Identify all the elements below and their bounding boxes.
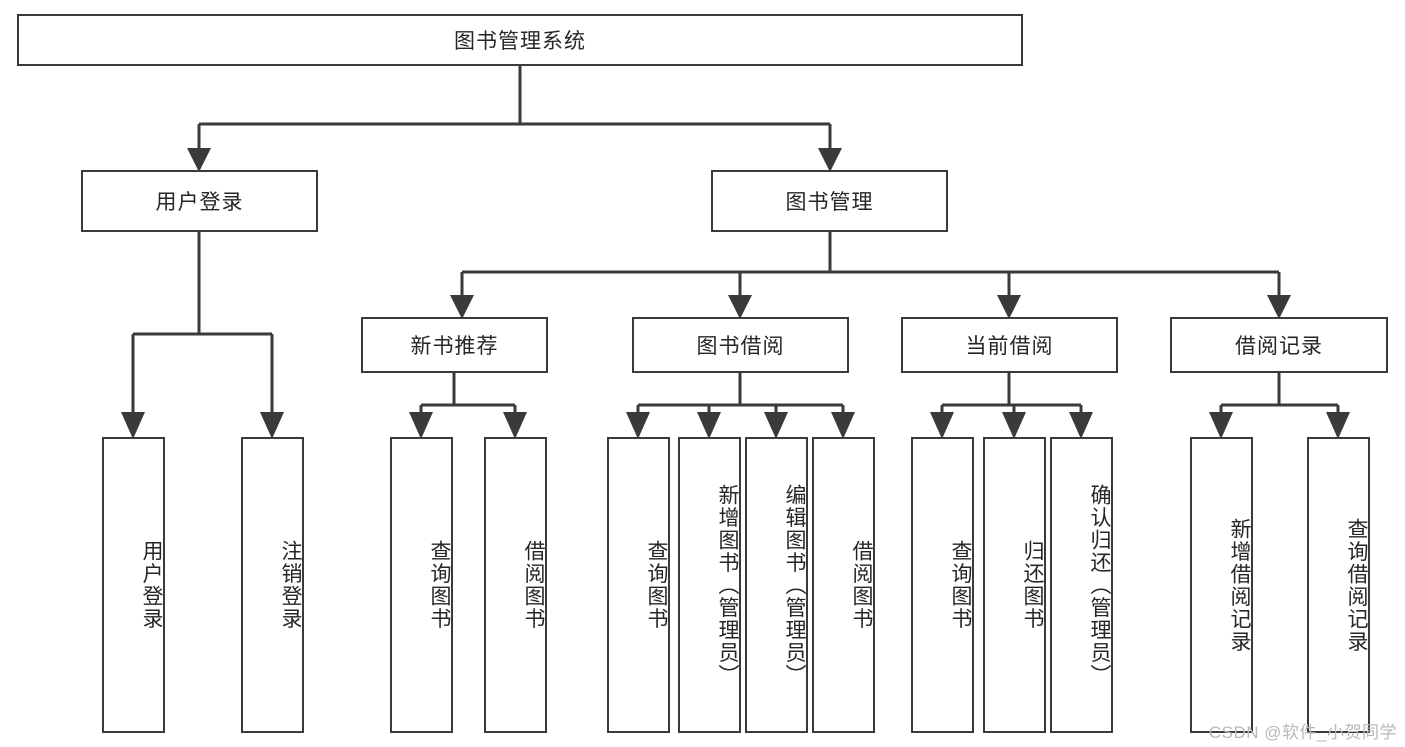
node-leaf-confirm-return[interactable]: 确认归还（管理员） [1050, 437, 1113, 733]
node-leaf-label: 用户登录 [140, 540, 163, 630]
node-leaf-return-book[interactable]: 归还图书 [983, 437, 1046, 733]
node-leaf-label: 新增借阅记录 [1228, 517, 1251, 653]
arrowhead-icon [930, 412, 954, 439]
node-leaf-label: 编辑图书（管理员） [783, 483, 806, 687]
node-borrow-record[interactable]: 借阅记录 [1170, 317, 1388, 373]
node-leaf-borrow-book-rec[interactable]: 借阅图书 [484, 437, 547, 733]
arrowhead-icon [764, 412, 788, 439]
node-book-management-label: 图书管理 [785, 191, 874, 214]
node-new-book-recommend[interactable]: 新书推荐 [361, 317, 548, 373]
node-book-borrow-label: 图书借阅 [696, 335, 785, 358]
arrowhead-icon [728, 295, 752, 319]
arrowhead-icon [260, 412, 284, 439]
node-leaf-query-book-rec[interactable]: 查询图书 [390, 437, 453, 733]
watermark: CSDN @软件_小贺同学 [1208, 723, 1397, 742]
node-root[interactable]: 图书管理系统 [17, 14, 1023, 66]
node-leaf-query-book-cur[interactable]: 查询图书 [911, 437, 974, 733]
arrowhead-icon [1267, 295, 1291, 319]
arrowhead-icon [187, 148, 211, 172]
arrowhead-icon [1326, 412, 1350, 439]
node-leaf-label: 归还图书 [1021, 540, 1044, 630]
arrowhead-icon [121, 412, 145, 439]
arrowhead-icon [1069, 412, 1093, 439]
node-leaf-label: 查询图书 [645, 540, 668, 630]
node-leaf-edit-book[interactable]: 编辑图书（管理员） [745, 437, 808, 733]
arrowhead-icon [1209, 412, 1233, 439]
node-user-login[interactable]: 用户登录 [81, 170, 318, 232]
node-leaf-label: 注销登录 [279, 540, 302, 630]
node-book-management[interactable]: 图书管理 [711, 170, 948, 232]
arrowhead-icon [831, 412, 855, 439]
arrowhead-icon [626, 412, 650, 439]
node-leaf-label: 借阅图书 [522, 540, 545, 630]
node-leaf-label: 确认归还（管理员） [1088, 483, 1111, 687]
node-leaf-add-borrow-record[interactable]: 新增借阅记录 [1190, 437, 1253, 733]
node-user-login-label: 用户登录 [155, 191, 244, 214]
node-leaf-query-borrow-record[interactable]: 查询借阅记录 [1307, 437, 1370, 733]
node-leaf-query-book-borrow[interactable]: 查询图书 [607, 437, 670, 733]
node-new-book-recommend-label: 新书推荐 [410, 335, 499, 358]
node-leaf-user-login[interactable]: 用户登录 [102, 437, 165, 733]
node-leaf-label: 查询借阅记录 [1345, 517, 1368, 653]
arrowhead-icon [409, 412, 433, 439]
arrowhead-icon [997, 295, 1021, 319]
node-leaf-label: 新增图书（管理员） [716, 483, 739, 687]
node-leaf-logout-login[interactable]: 注销登录 [241, 437, 304, 733]
arrowhead-icon [1002, 412, 1026, 439]
node-current-borrow[interactable]: 当前借阅 [901, 317, 1118, 373]
node-book-borrow[interactable]: 图书借阅 [632, 317, 849, 373]
node-leaf-borrow-book[interactable]: 借阅图书 [812, 437, 875, 733]
arrowhead-icon [450, 295, 474, 319]
node-root-label: 图书管理系统 [454, 30, 586, 53]
node-current-borrow-label: 当前借阅 [965, 335, 1054, 358]
node-leaf-label: 借阅图书 [850, 540, 873, 630]
arrowhead-icon [818, 148, 842, 172]
arrowhead-icon [697, 412, 721, 439]
node-leaf-label: 查询图书 [428, 540, 451, 630]
arrowhead-icon [503, 412, 527, 439]
node-leaf-add-book[interactable]: 新增图书（管理员） [678, 437, 741, 733]
node-leaf-label: 查询图书 [949, 540, 972, 630]
node-borrow-record-label: 借阅记录 [1235, 335, 1323, 358]
